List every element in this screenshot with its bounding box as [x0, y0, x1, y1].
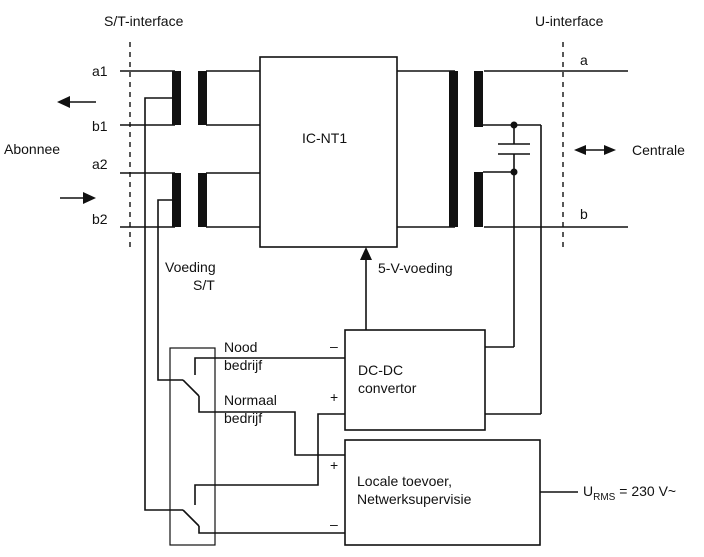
locale-toevoer-block: [344, 439, 541, 546]
nood-bedrijf-label-line1: Nood: [224, 339, 257, 355]
dc-dc-convertor-block: [344, 329, 486, 431]
junction-dot-top: [510, 121, 518, 129]
voeding-label-line1: Voeding: [165, 259, 216, 275]
u-transformer: [449, 71, 483, 227]
ic-nt1-block: [259, 56, 398, 248]
dc-dc-label-line2: convertor: [358, 380, 417, 396]
dc-dc-minus-label: –: [330, 338, 338, 354]
normaal-bedrijf-label-line2: bedrijf: [224, 410, 262, 426]
st-interface-label: S/T-interface: [104, 13, 184, 29]
abonnee-label: Abonnee: [4, 141, 60, 157]
locale-label-line2: Netwerksupervisie: [357, 491, 472, 507]
terminal-b2-label: b2: [92, 211, 108, 227]
terminal-a-label: a: [580, 52, 588, 68]
centrale-label: Centrale: [632, 142, 685, 158]
arrow-right-icon: [60, 192, 96, 204]
nood-bedrijf-label-line2: bedrijf: [224, 357, 262, 373]
voeding-label-line2: S/T: [193, 277, 215, 293]
changeover-switch-2: [182, 413, 345, 534]
dc-dc-label-line1: DC-DC: [358, 362, 403, 378]
arrow-left-icon: [57, 96, 96, 108]
locale-plus-label: +: [330, 457, 338, 473]
terminal-a1-label: a1: [92, 63, 108, 79]
switch-panel: [169, 347, 216, 546]
terminal-b-label: b: [580, 206, 588, 222]
st-transformer-2: [172, 173, 207, 227]
arrow-up-icon: [360, 247, 372, 260]
st-transformer-1: [172, 71, 207, 125]
dc-dc-plus-label: +: [330, 389, 338, 405]
locale-label-line1: Locale toevoer,: [357, 473, 452, 489]
ic-nt1-label: IC-NT1: [302, 130, 347, 146]
double-arrow-icon: [574, 145, 616, 155]
terminal-a2-label: a2: [92, 156, 108, 172]
u-interface-label: U-interface: [535, 13, 604, 29]
urms-label: URMS = 230 V~: [583, 483, 676, 503]
junction-dot-bottom: [510, 168, 518, 176]
changeover-switch-1: [182, 357, 345, 456]
terminal-b1-label: b1: [92, 118, 108, 134]
five-v-voeding-label: 5-V-voeding: [378, 260, 453, 276]
locale-minus-label: –: [330, 516, 338, 532]
normaal-bedrijf-label-line1: Normaal: [224, 392, 277, 408]
